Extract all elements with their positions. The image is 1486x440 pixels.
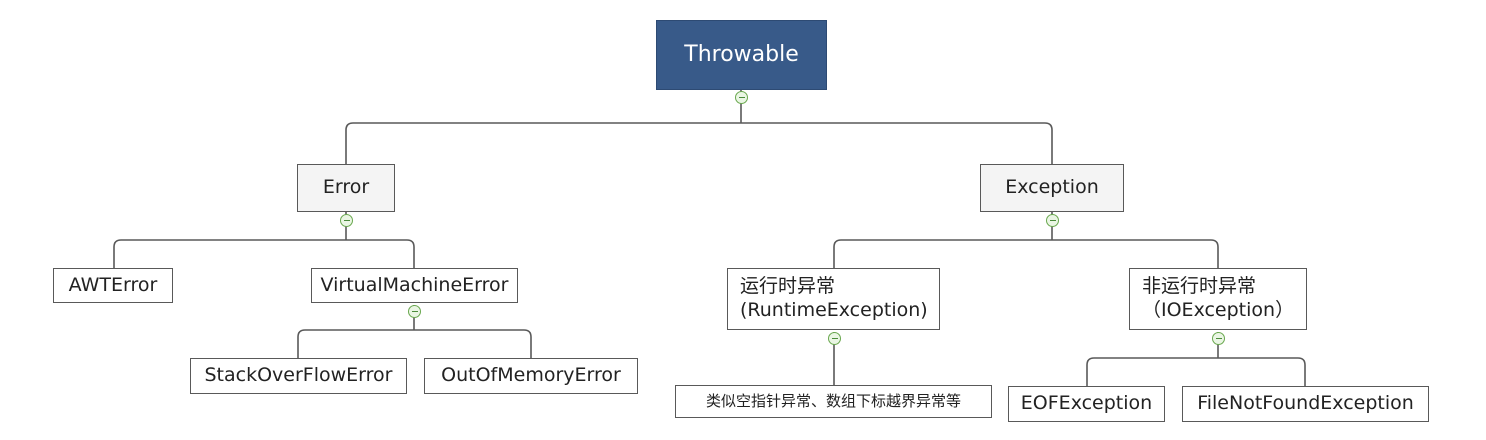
node-out-of-memory-error[interactable]: OutOfMemoryError	[424, 358, 638, 394]
node-awt-error-label: AWTError	[68, 273, 158, 296]
collapse-toggle-icon[interactable]	[828, 332, 841, 345]
node-eof-exception-label: EOFException	[1020, 392, 1153, 415]
node-awt-error[interactable]: AWTError	[53, 268, 173, 303]
node-runtime-exception-line1: 运行时异常	[740, 275, 836, 298]
node-checked-exception[interactable]: 非运行时异常 （IOException）	[1129, 268, 1307, 330]
node-stack-overflow-error[interactable]: StackOverFlowError	[190, 358, 407, 394]
collapse-toggle-icon[interactable]	[340, 214, 353, 227]
collapse-toggle-icon[interactable]	[408, 305, 421, 318]
connector-checked-exception	[1086, 332, 1306, 386]
node-runtime-exception-line2: (RuntimeException)	[740, 299, 928, 321]
connector-throwable	[345, 90, 1053, 164]
node-file-not-found-exception[interactable]: FileNotFoundException	[1182, 386, 1429, 422]
collapse-toggle-icon[interactable]	[1212, 332, 1225, 345]
node-virtual-machine-error-label: VirtualMachineError	[320, 273, 509, 296]
node-file-not-found-exception-label: FileNotFoundException	[1197, 392, 1414, 415]
node-runtime-exception[interactable]: 运行时异常 (RuntimeException)	[727, 268, 940, 330]
node-throwable[interactable]: Throwable	[656, 20, 827, 90]
collapse-toggle-icon[interactable]	[735, 91, 748, 104]
node-virtual-machine-error[interactable]: VirtualMachineError	[311, 268, 518, 303]
collapse-toggle-icon[interactable]	[1046, 214, 1059, 227]
node-throwable-label: Throwable	[684, 42, 799, 68]
node-error[interactable]: Error	[297, 164, 395, 212]
connector-error	[113, 212, 415, 268]
node-checked-exception-line2: （IOException）	[1142, 299, 1295, 321]
node-checked-exception-line1: 非运行时异常	[1142, 275, 1257, 298]
node-exception-label: Exception	[1005, 176, 1099, 199]
node-exception[interactable]: Exception	[980, 164, 1124, 212]
node-runtime-exception-note[interactable]: 类似空指针异常、数组下标越界异常等	[675, 385, 992, 418]
node-eof-exception[interactable]: EOFException	[1008, 386, 1165, 422]
node-stack-overflow-error-label: StackOverFlowError	[204, 364, 393, 387]
node-out-of-memory-error-label: OutOfMemoryError	[441, 364, 621, 387]
node-error-label: Error	[322, 176, 370, 199]
connector-exception	[833, 212, 1219, 268]
node-runtime-exception-note-label: 类似空指针异常、数组下标越界异常等	[705, 392, 961, 411]
